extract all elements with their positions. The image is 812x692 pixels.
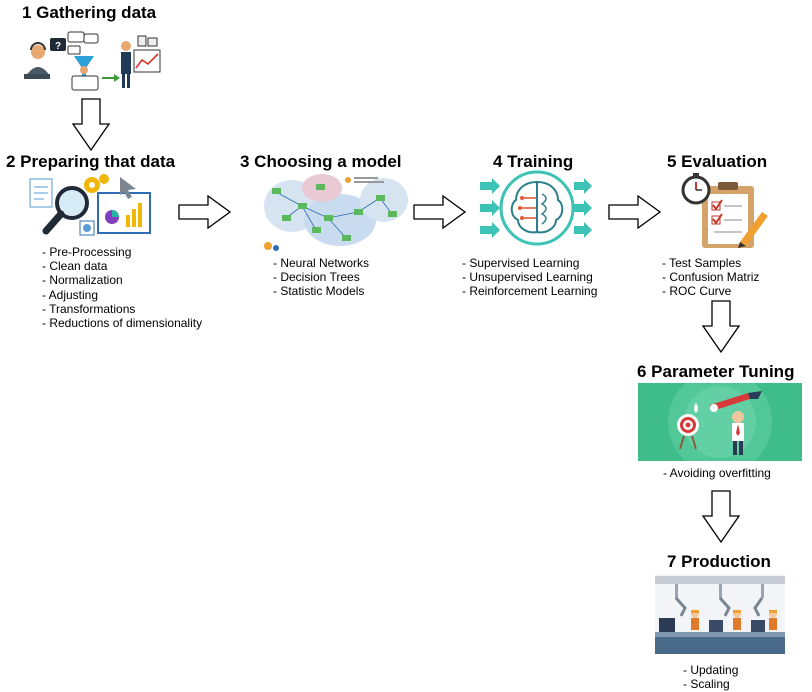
step-3-title: 3 Choosing a model [240,152,402,171]
list-item: - Statistic Models [273,284,365,299]
list-item: - Clean data [42,259,108,274]
brain-icon [480,170,592,246]
list-item: - Unsupervised Learning [462,270,593,285]
step-5-title: 5 Evaluation [667,152,768,171]
arrow-right-icon [608,195,662,229]
list-item: - ROC Curve [662,284,732,299]
step-4-title: 4 Training [493,152,574,171]
list-item: - Test Samples [662,256,742,270]
step-1-title: 1 Gathering data [22,3,157,22]
step-7-title: 7 Production [667,552,771,571]
step-3-list: - Neural Networks - Decision Trees - Sta… [273,256,369,299]
svg-text:?: ? [55,41,61,52]
list-item: - Reinforcement Learning [462,284,598,299]
list-item: - Avoiding overfitting [663,466,771,480]
target-tuning-icon [638,383,802,461]
list-item: - Adjusting [42,287,99,302]
factory-icon [655,574,785,654]
list-item: - Reductions of dimensionality [42,316,203,331]
list-item: - Updating [683,663,739,677]
list-item: - Supervised Learning [462,256,580,270]
model-map-icon [264,174,408,251]
list-item: - Neural Networks [273,256,370,270]
step-2-title: 2 Preparing that data [6,152,176,171]
list-item: - Confusion Matriz [662,270,760,285]
data-gathering-icon: ? [24,31,161,91]
arrow-right-icon [178,195,232,229]
step-6-title: 6 Parameter Tuning [637,362,795,381]
step-4-list: - Supervised Learning - Unsupervised Lea… [462,256,597,299]
step-5-list: - Test Samples - Confusion Matriz - ROC … [662,256,759,299]
step-7-list: - Updating - Scaling [683,663,738,691]
step-6-list: - Avoiding overfitting [663,466,771,480]
list-item: - Scaling [683,677,730,692]
arrow-right-icon [413,195,467,229]
list-item: - Normalization [42,273,123,288]
list-item: - Pre-Processing [42,245,132,259]
step-2-list: - Pre-Processing - Clean data - Normaliz… [42,245,202,330]
data-analysis-icon [29,174,151,236]
arrow-down-icon [72,98,110,152]
clipboard-stopwatch-icon [681,173,768,248]
list-item: - Decision Trees [273,270,360,285]
list-item: - Transformations [42,301,136,316]
arrow-down-icon [702,490,740,544]
arrow-down-icon [702,300,740,354]
